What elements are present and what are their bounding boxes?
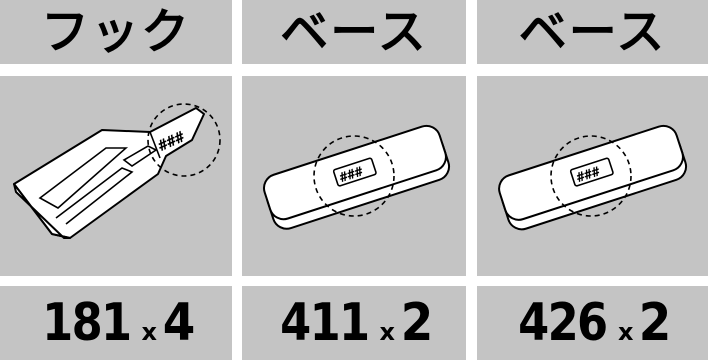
quantity-panel-3: 426 x 2: [477, 286, 708, 360]
part-count-2: 2: [400, 293, 434, 353]
title-panel-3: ベース: [477, 0, 708, 64]
image-panel-2: ###: [242, 76, 466, 276]
times-symbol-3: x: [617, 318, 634, 346]
part-title-1: フック: [40, 4, 191, 60]
base-plate-icon: ###: [498, 124, 688, 231]
quantity-2: 411 x 2: [273, 297, 435, 349]
part-code-2: 411: [280, 293, 370, 353]
part-title-3: ベース: [518, 4, 667, 60]
quantity-panel-1: 181 x 4: [0, 286, 232, 360]
image-panel-3: ###: [477, 76, 708, 276]
times-symbol-2: x: [379, 318, 395, 346]
highlight-circle-2: [313, 135, 395, 217]
title-panel-2: ベース: [242, 0, 466, 64]
part-count-1: 4: [162, 293, 196, 353]
title-panel-1: フック: [0, 0, 232, 64]
quantity-panel-2: 411 x 2: [242, 286, 466, 360]
part-code-3: 426: [518, 293, 609, 353]
quantity-3: 426 x 2: [511, 297, 673, 349]
highlight-circle-3: [550, 135, 632, 217]
part-code-1: 181: [42, 293, 132, 353]
times-symbol-1: x: [141, 318, 157, 346]
hook-icon: ###: [13, 103, 221, 239]
base-plate-icon: ###: [263, 124, 451, 230]
marking-text-3: ###: [575, 164, 602, 186]
highlight-circle-1: [147, 103, 221, 177]
quantity-1: 181 x 4: [35, 297, 197, 349]
marking-text-2: ###: [338, 164, 365, 186]
part-title-2: ベース: [280, 4, 428, 60]
image-panel-1: ###: [0, 76, 232, 276]
part-count-3: 2: [639, 293, 672, 353]
